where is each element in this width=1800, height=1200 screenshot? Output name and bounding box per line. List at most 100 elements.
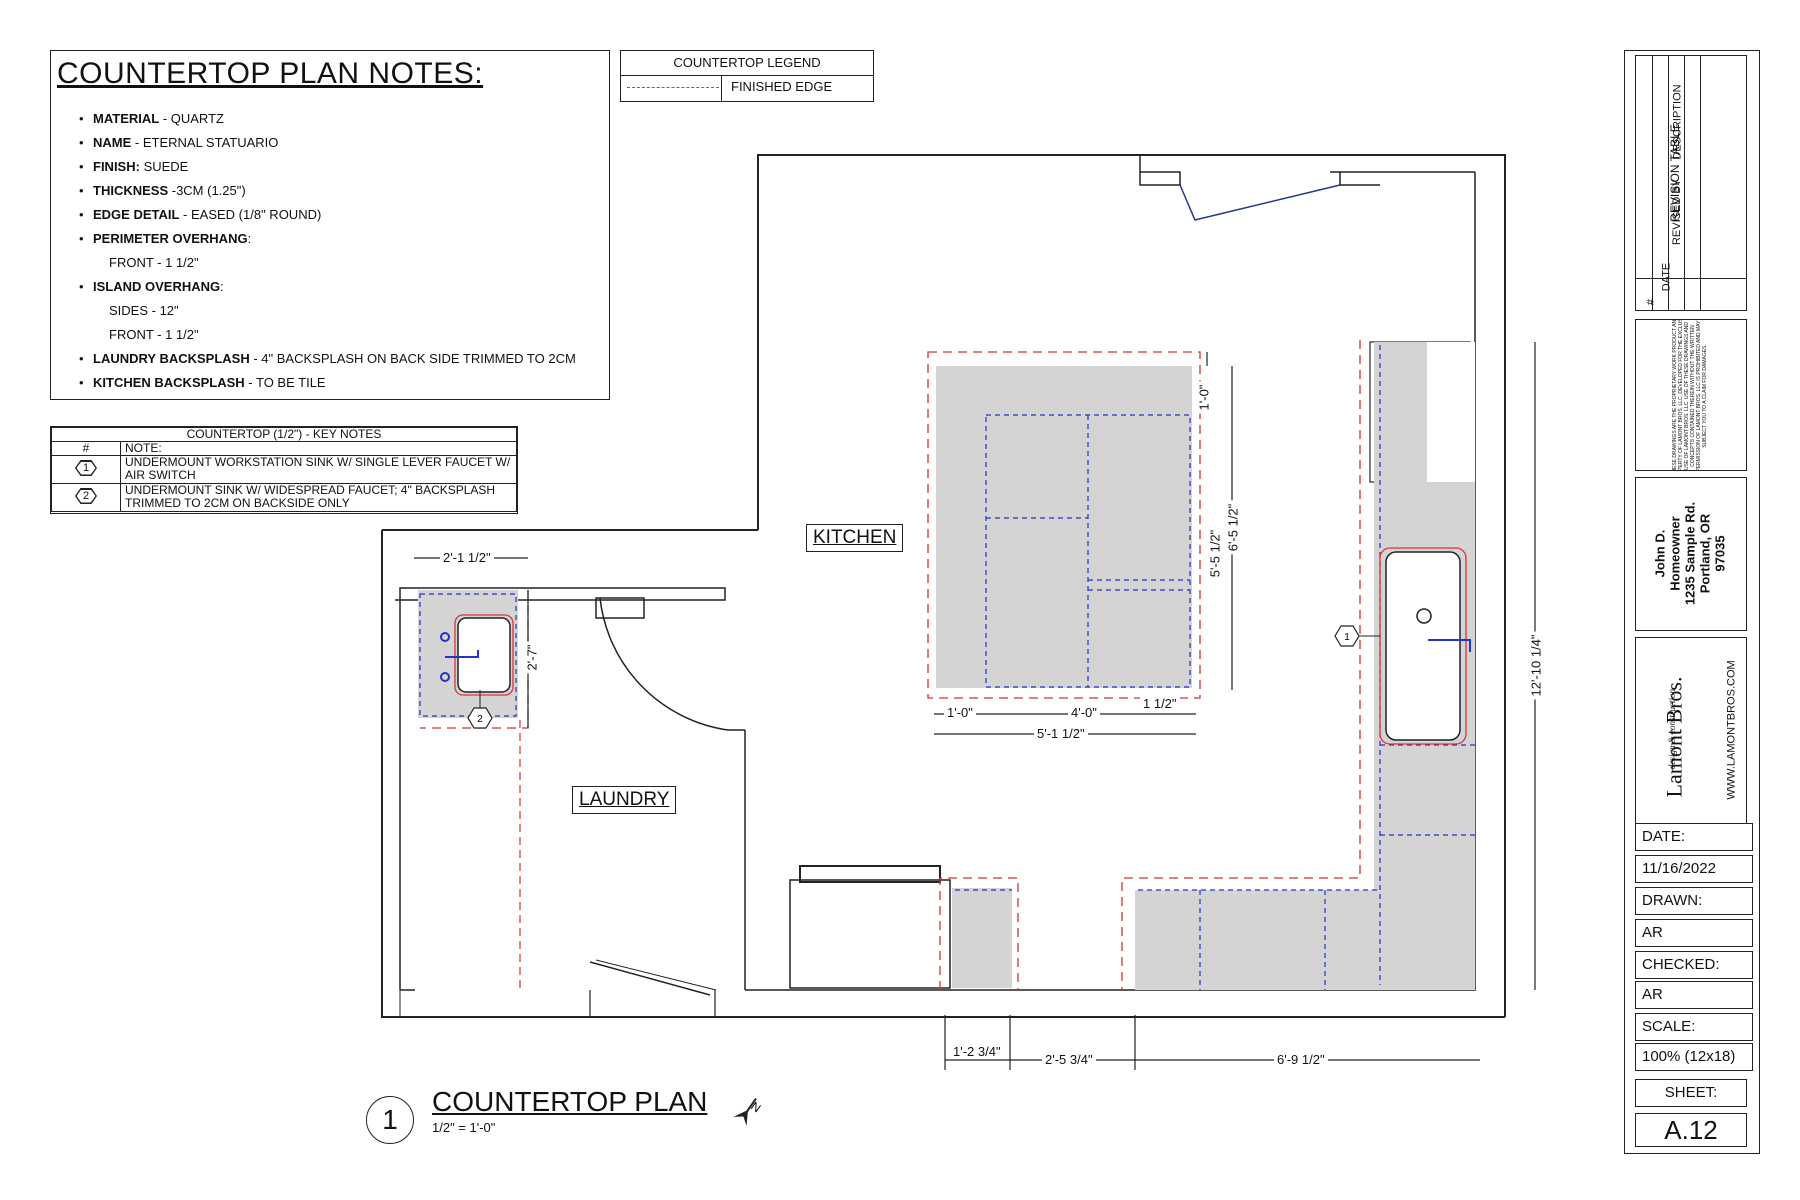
note-item-heading: ISLAND OVERHANG (93, 279, 221, 294)
dim-island-depth-inner: 5'-5 1/2" (1207, 526, 1223, 581)
note-item-text: : (247, 231, 252, 246)
note-item: • PERIMETER OVERHANG: (79, 227, 576, 251)
note-item-text: - 4" BACKSPLASH ON BACK SIDE TRIMMED TO … (249, 351, 576, 366)
countertop-left-of-range-right (952, 888, 1012, 988)
key-notes-table: COUNTERTOP (1/2") - KEY NOTES # NOTE: 1 … (50, 426, 518, 514)
bullet-icon: • (79, 207, 84, 222)
date-label: DATE: (1635, 823, 1753, 851)
note-item: •MATERIAL - QUARTZ (79, 107, 576, 131)
scale-label: SCALE: (1635, 1013, 1753, 1041)
company-website: WWW.LAMONTBROS.COM (1725, 660, 1738, 800)
note-item-text: - ETERNAL STATUARIO (131, 135, 279, 150)
bullet-icon: • (79, 351, 84, 366)
range-top (799, 865, 941, 883)
keynote-hex-icon: 2 (75, 488, 97, 504)
dim-island-front-overhang: 1 1/2" (1140, 696, 1180, 711)
legend-divider (721, 75, 722, 101)
laundry-faucet (445, 650, 479, 658)
note-item-heading: LAUNDRY BACKSPLASH (93, 351, 250, 366)
drawn-value: AR (1635, 919, 1753, 947)
note-item-heading: FINISH: (93, 159, 140, 174)
rev-col-date: DATE (1660, 262, 1673, 292)
window-jamb-left (1139, 155, 1181, 186)
dim-bottom-a: 1'-2 3/4" (950, 1044, 1004, 1059)
note-item-heading: NAME (93, 135, 132, 150)
keynote-row-1-num: 1 (51, 455, 121, 484)
dim-island-width: 5'-1 1/2" (1034, 726, 1088, 741)
kitchen-sink-drain (1416, 608, 1432, 624)
legend-title: COUNTERTOP LEGEND (621, 51, 873, 76)
key-marker-2-hex (467, 707, 493, 729)
bullet-icon: • (79, 183, 84, 198)
room-label-kitchen: KITCHEN (806, 524, 904, 552)
note-item-text: -3CM (1.25") (168, 183, 246, 198)
dim-island-overhang-top: 1'-0" (1196, 381, 1212, 414)
checked-value: AR (1635, 981, 1753, 1009)
date-value: 11/16/2022 (1635, 855, 1753, 883)
note-item-text: SUEDE (139, 159, 189, 174)
dim-bottom-b: 2'-5 3/4" (1042, 1052, 1096, 1067)
bullet-icon: • (79, 279, 84, 294)
drawn-label: DRAWN: (1635, 887, 1753, 915)
note-item-text: FRONT - 1 1/2" (109, 255, 199, 270)
bottom-outer-wall (381, 530, 1505, 1018)
note-item-text: : (220, 279, 224, 294)
legend-label: FINISHED EDGE (731, 79, 833, 94)
note-item: •EDGE DETAIL - EASED (1/8" ROUND) (79, 203, 576, 227)
window-jamb-right (1339, 172, 1380, 186)
dim-laundry-depth: 2'-7" (524, 641, 540, 674)
kitchen-l-countertop (1135, 342, 1475, 990)
note-item-heading: THICKNESS (93, 183, 169, 198)
key-marker-1-label: 1 (1344, 632, 1350, 643)
bullet-icon: • (79, 231, 84, 246)
dim-island-inner-width: 4'-0" (1068, 705, 1100, 720)
laundry-inner-wall (395, 587, 726, 990)
countertop-legend: COUNTERTOP LEGEND FINISHED EDGE (620, 50, 874, 102)
door-swing-arc (599, 597, 729, 731)
company-box: Lamont Bros. design & construction WWW.L… (1635, 637, 1747, 827)
bullet-icon: • (79, 159, 84, 174)
bullet-icon: • (79, 135, 84, 150)
note-item: •KITCHEN BACKSPLASH - TO BE TILE (79, 371, 576, 395)
plan-title: COUNTERTOP PLAN (432, 1086, 708, 1117)
laundry-door-leaf (589, 961, 711, 996)
note-item: • FINISH: SUEDE (79, 155, 576, 179)
note-item: • ISLAND OVERHANG: (79, 275, 576, 299)
disclaimer-text: THESE DRAWINGS ARE THE PROPRIETARY WORK … (1672, 319, 1708, 471)
note-item-text: - TO BE TILE (244, 375, 326, 390)
plan-scale: 1/2" = 1'-0" (432, 1120, 496, 1135)
keynote-row-1-text: UNDERMOUNT WORKSTATION SINK W/ SINGLE LE… (120, 455, 517, 484)
countertop-notes-panel: COUNTERTOP PLAN NOTES: •MATERIAL - QUART… (50, 50, 610, 400)
kitchen-outer-wall (757, 154, 1506, 1017)
rev-col-revised-by: REVISED BY (1671, 178, 1684, 246)
client-city: Portland, OR (1697, 513, 1713, 594)
disclaimer-box: THESE DRAWINGS ARE THE PROPRIETARY WORK … (1635, 319, 1747, 471)
kitchen-faucet (1428, 639, 1471, 652)
key-marker-2-label: 2 (477, 714, 483, 725)
bullet-icon: • (79, 111, 84, 126)
laundry-sink (457, 617, 511, 693)
sheet-label: SHEET: (1635, 1079, 1747, 1107)
rev-col-num: # (1645, 298, 1658, 306)
note-item-text: SIDES - 12" (109, 303, 179, 318)
note-item: • THICKNESS -3CM (1.25") (79, 179, 576, 203)
dim-laundry-width: 2'-1 1/2" (440, 550, 494, 565)
note-item: FRONT - 1 1/2" (79, 251, 576, 275)
north-label: N (748, 1099, 763, 1115)
range-outline (789, 879, 951, 989)
floor-plan-drawing: 1 2 N (381, 154, 1536, 1127)
note-item-heading: EDGE DETAIL (93, 207, 180, 222)
keynote-row-2-text: UNDERMOUNT SINK W/ WIDESPREAD FAUCET; 4"… (120, 483, 517, 512)
kitchen-finished-edge (1121, 340, 1361, 990)
scale-value: 100% (12x18) (1635, 1043, 1753, 1071)
dim-bottom-c: 6'-9 1/2" (1274, 1052, 1328, 1067)
note-item-heading: PERIMETER OVERHANG (93, 231, 248, 246)
north-arrow-icon (733, 1097, 757, 1127)
note-item-heading: KITCHEN BACKSPLASH (93, 375, 245, 390)
island-finished-edge (927, 351, 1201, 699)
dim-right-run: 12'-10 1/4" (1528, 631, 1544, 700)
plan-number-bubble: 1 (366, 1096, 414, 1144)
dim-island-depth-outer: 6'-5 1/2" (1225, 500, 1241, 555)
kitchen-sink (1385, 551, 1461, 741)
keynote-hex-icon: 1 (75, 460, 97, 476)
